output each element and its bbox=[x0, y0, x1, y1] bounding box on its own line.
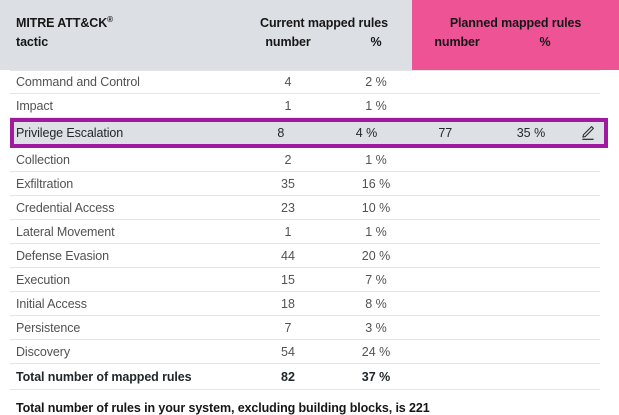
column-group-current-title: Current mapped rules bbox=[260, 16, 388, 30]
column-header-planned-percent: % bbox=[539, 35, 551, 49]
column-group-planned-title: Planned mapped rules bbox=[449, 16, 582, 30]
table-row[interactable]: Discovery 54 24 % bbox=[10, 340, 600, 364]
cell-current-number: 18 bbox=[281, 296, 295, 311]
column-header-planned-number: number bbox=[434, 35, 480, 49]
cell-planned-number: 77 bbox=[438, 126, 453, 140]
cell-tactic-name: Discovery bbox=[16, 344, 70, 359]
table-row[interactable]: Impact 1 1 % bbox=[10, 94, 600, 118]
cell-row-actions bbox=[573, 122, 604, 144]
table-row[interactable]: Lateral Movement 1 1 % bbox=[10, 220, 600, 244]
cell-tactic-name: Initial Access bbox=[16, 296, 87, 311]
cell-current-number: 7 bbox=[284, 320, 292, 335]
cell-tactic-name: Exfiltration bbox=[16, 176, 74, 191]
column-header-tactic-line1: MITRE ATT&CK bbox=[16, 16, 108, 30]
total-rules-summary: Total number of rules in your system, ex… bbox=[16, 401, 430, 415]
table-row-total[interactable]: Total number of mapped rules 82 37 % bbox=[10, 364, 600, 390]
table-row-selected[interactable]: Privilege Escalation 8 4 % 77 35 % bbox=[10, 118, 608, 148]
cell-current-percent: 1 % bbox=[365, 224, 387, 239]
cell-current-number: 4 bbox=[284, 75, 292, 89]
cell-current-percent: 7 % bbox=[365, 272, 387, 287]
cell-current-percent: 2 % bbox=[365, 75, 387, 89]
column-group-current-mapped-rules: Current mapped rules number % bbox=[236, 0, 412, 70]
cell-tactic-name: Credential Access bbox=[16, 200, 115, 215]
cell-current-percent: 16 % bbox=[361, 176, 391, 191]
cell-planned-percent: 35 % bbox=[516, 126, 546, 140]
cell-tactic-name: Impact bbox=[16, 98, 53, 113]
table-row[interactable]: Initial Access 18 8 % bbox=[10, 292, 600, 316]
cell-current-percent: 3 % bbox=[365, 320, 387, 335]
cell-tactic-name: Persistence bbox=[16, 320, 81, 335]
column-group-planned-subheaders: number % bbox=[412, 33, 619, 52]
cell-tactic-name: Privilege Escalation bbox=[16, 126, 124, 140]
cell-current-number: 35 bbox=[281, 176, 295, 191]
cell-current-percent: 24 % bbox=[361, 344, 391, 359]
table-row[interactable]: Defense Evasion 44 20 % bbox=[10, 244, 600, 268]
table-row[interactable]: Command and Control 4 2 % bbox=[10, 70, 600, 94]
cell-current-percent: 1 % bbox=[365, 152, 387, 167]
table-row[interactable]: Execution 15 7 % bbox=[10, 268, 600, 292]
cell-tactic-name: Execution bbox=[16, 272, 70, 287]
column-group-current-subheaders: number % bbox=[236, 33, 412, 52]
pencil-edit-icon[interactable] bbox=[577, 122, 599, 144]
table-body: Command and Control 4 2 % Impact 1 1 % Privile… bbox=[0, 70, 619, 390]
column-group-planned-mapped-rules: Planned mapped rules number % bbox=[412, 0, 619, 70]
cell-current-percent: 1 % bbox=[365, 98, 387, 113]
registered-trademark-icon: ® bbox=[107, 14, 113, 24]
table-row[interactable]: Exfiltration 35 16 % bbox=[10, 172, 600, 196]
table-header: MITRE ATT&CK® tactic Current mapped rule… bbox=[0, 0, 619, 70]
cell-tactic-name: Lateral Movement bbox=[16, 224, 115, 239]
cell-current-number: 44 bbox=[281, 248, 295, 263]
cell-current-number: 1 bbox=[284, 98, 292, 113]
cell-tactic-name: Total number of mapped rules bbox=[16, 369, 192, 384]
cell-current-percent: 20 % bbox=[361, 248, 391, 263]
cell-current-number: 23 bbox=[281, 200, 295, 215]
table-row[interactable]: Credential Access 23 10 % bbox=[10, 196, 600, 220]
column-header-current-percent: % bbox=[370, 35, 382, 49]
cell-current-number: 82 bbox=[281, 369, 295, 384]
cell-current-percent: 8 % bbox=[365, 296, 387, 311]
cell-current-percent: 10 % bbox=[361, 200, 391, 215]
cell-tactic-name: Collection bbox=[16, 152, 70, 167]
cell-current-percent: 37 % bbox=[361, 369, 391, 384]
cell-current-number: 8 bbox=[277, 126, 285, 140]
column-header-tactic: MITRE ATT&CK® tactic bbox=[0, 0, 236, 70]
cell-current-number: 54 bbox=[281, 344, 295, 359]
cell-current-number: 1 bbox=[284, 224, 292, 239]
table-row[interactable]: Collection 2 1 % bbox=[10, 148, 600, 172]
cell-current-number: 15 bbox=[281, 272, 295, 287]
cell-tactic-name: Defense Evasion bbox=[16, 248, 110, 263]
cell-tactic-name: Command and Control bbox=[16, 75, 140, 89]
table-row[interactable]: Persistence 7 3 % bbox=[10, 316, 600, 340]
cell-current-number: 2 bbox=[284, 152, 292, 167]
column-header-tactic-line2: tactic bbox=[16, 35, 49, 49]
column-header-current-number: number bbox=[265, 35, 311, 49]
cell-current-percent: 4 % bbox=[355, 126, 378, 140]
